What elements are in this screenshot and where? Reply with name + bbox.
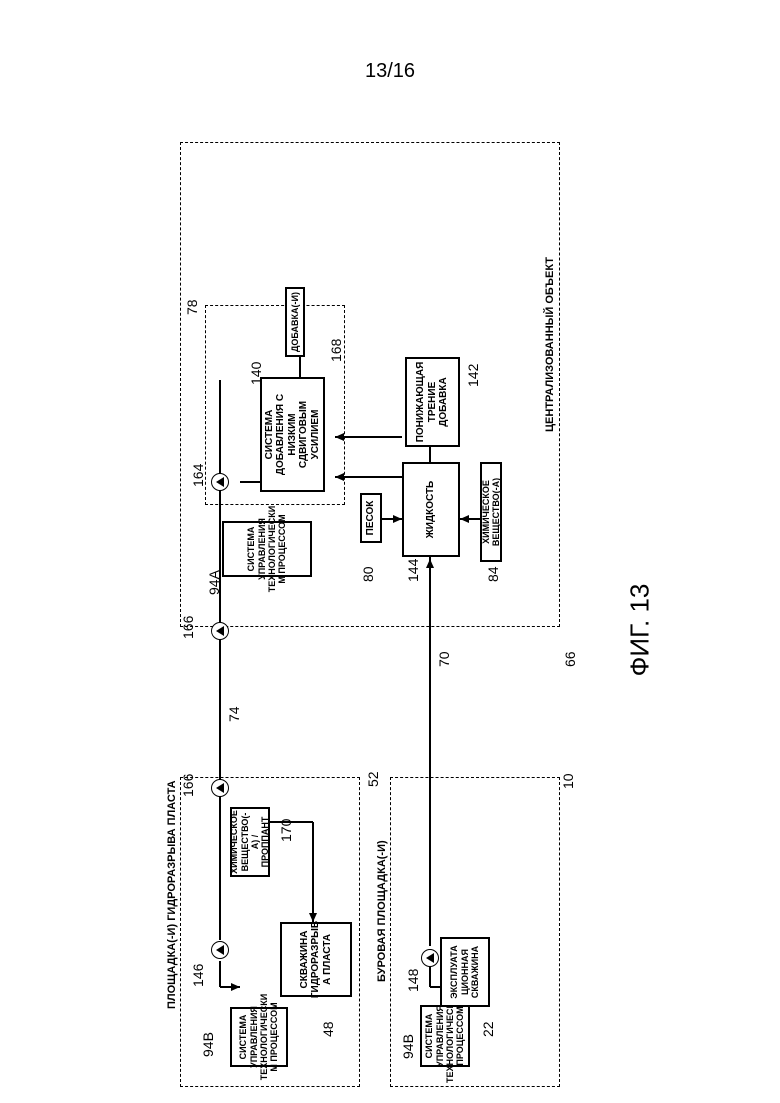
ref-142: 142 xyxy=(465,364,481,387)
sheet-number: 13/16 xyxy=(0,60,780,83)
ref-66: 66 xyxy=(562,651,578,667)
block-fluid: ЖИДКОСТЬ xyxy=(402,462,460,557)
ref-144: 144 xyxy=(405,559,421,582)
block-production-well: ЭКСПЛУАТА ЦИОННАЯ СКВАЖИНА xyxy=(440,937,490,1007)
pump-166a-icon xyxy=(211,622,229,640)
pump-164-icon xyxy=(211,473,229,491)
block-pcs-94b-drill: СИСТЕМА УПРАВЛЕНИЯ ТЕХНОЛОГИЧЕСКИМ ПРОЦЕ… xyxy=(420,1005,470,1067)
ref-148: 148 xyxy=(405,969,421,992)
block-frac-well: СКВАЖИНА ГИДРОРАЗРЫВ А ПЛАСТА xyxy=(280,922,352,997)
block-low-shear: СИСТЕМА ДОБАВЛЕНИЯ С НИЗКИМ СДВИГОВЫМ УС… xyxy=(260,377,325,492)
ref-94a: 94A xyxy=(206,570,222,595)
ref-94b-frac: 94B xyxy=(200,1032,216,1057)
ref-166b: 166 xyxy=(180,774,196,797)
ref-168: 168 xyxy=(328,339,344,362)
figure-caption: ФИГ. 13 xyxy=(610,575,670,685)
ref-166a: 166 xyxy=(180,616,196,639)
ref-80: 80 xyxy=(360,566,376,582)
ref-78: 78 xyxy=(184,299,200,315)
diagram-canvas: ЦЕНТРАЛИЗОВАННЫЙ ОБЪЕКТ ПЛОЩАДКА(-И) ГИД… xyxy=(160,142,600,1087)
block-chemicals: ХИМИЧЕСКОЕ ВЕЩЕСТВО(-А) xyxy=(480,462,502,562)
pump-146-icon xyxy=(211,941,229,959)
zone-frac-title: ПЛОЩАДКА(-И) ГИДРОРАЗРЫВА ПЛАСТА xyxy=(166,780,178,1009)
ref-52: 52 xyxy=(365,771,381,787)
block-chem-proppant: ХИМИЧЕСКОЕ ВЕЩЕСТВО(-А) / ПРОППАНТ xyxy=(230,807,270,877)
ref-70: 70 xyxy=(436,651,452,667)
block-sand: ПЕСОК xyxy=(360,493,382,543)
ref-84: 84 xyxy=(485,566,501,582)
block-friction-reducer: ПОНИЖАЮЩАЯ ТРЕНИЕ ДОБАВКА xyxy=(405,357,460,447)
ref-146: 146 xyxy=(190,964,206,987)
ref-48: 48 xyxy=(320,1021,336,1037)
ref-94b-drill: 94B xyxy=(400,1034,416,1059)
block-pcs-94b-frac: СИСТЕМА УПРАВЛЕНИЯ ТЕХНОЛОГИЧЕСКИ М ПРОЦ… xyxy=(230,1007,288,1067)
pump-148-icon xyxy=(421,949,439,967)
ref-140: 140 xyxy=(248,362,264,385)
ref-10: 10 xyxy=(560,773,576,789)
ref-164: 164 xyxy=(190,464,206,487)
block-pcs-94a: СИСТЕМА УПРАВЛЕНИЯ ТЕХНОЛОГИЧЕСКИ М ПРОЦ… xyxy=(222,521,312,577)
block-additive: ДОБАВКА(-И) xyxy=(285,287,305,357)
ref-170: 170 xyxy=(278,819,294,842)
ref-74: 74 xyxy=(226,706,242,722)
pump-166b-icon xyxy=(211,779,229,797)
zone-central-title: ЦЕНТРАЛИЗОВАННЫЙ ОБЪЕКТ xyxy=(544,257,556,432)
zone-drill-title: БУРОВАЯ ПЛОЩАДКА(-И) xyxy=(376,840,388,982)
ref-22: 22 xyxy=(480,1021,496,1037)
figure-caption-text: ФИГ. 13 xyxy=(625,584,656,677)
